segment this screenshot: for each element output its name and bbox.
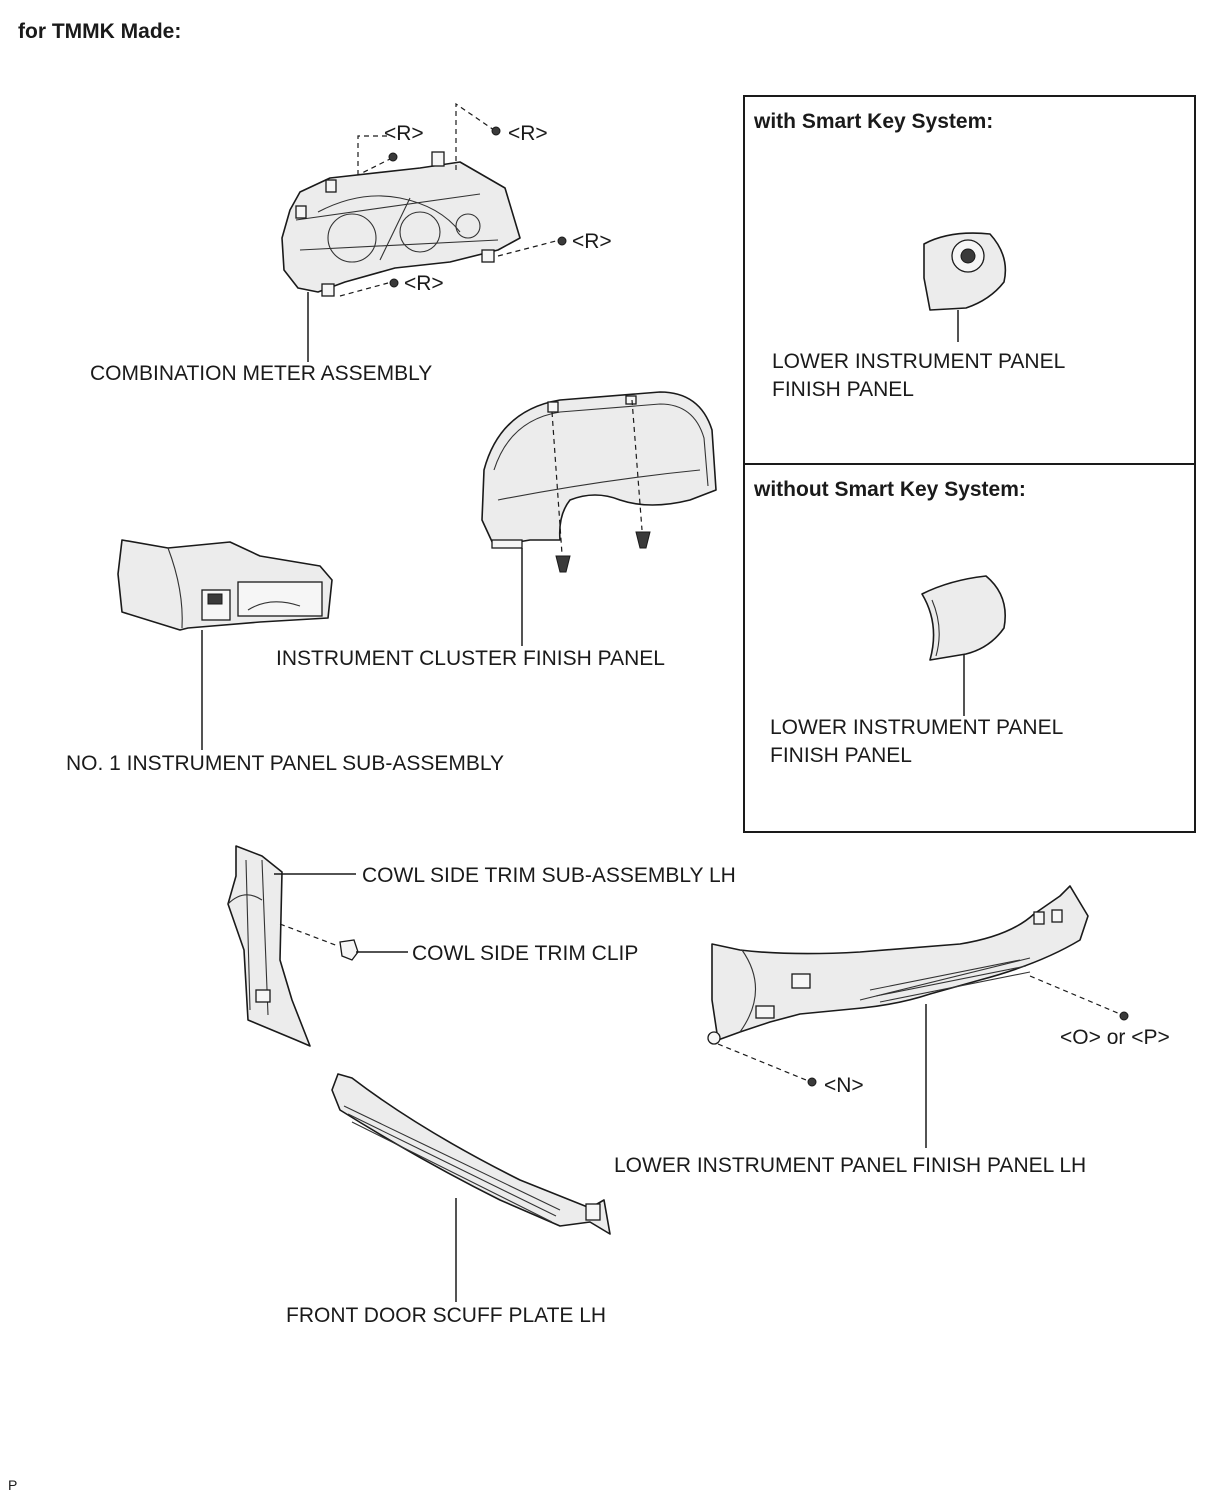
inset-with-smart-key: with Smart Key System: LOWER INSTRUMENT …	[743, 95, 1196, 465]
fastener-r-label: <R>	[508, 122, 548, 145]
inset-without-smart-key: without Smart Key System: LOWER INSTRUME…	[743, 463, 1196, 833]
combination-meter-assembly	[281, 151, 521, 297]
fastener-r-group: <R> <R> <R> <R>	[339, 102, 612, 297]
screw-icon	[551, 411, 571, 573]
lower-panel-finish-with-smart-key	[923, 232, 1007, 311]
inset-with-title: with Smart Key System:	[753, 110, 993, 133]
inset-without-label-line1: LOWER INSTRUMENT PANEL	[770, 716, 1063, 739]
screw-icon	[497, 236, 567, 257]
front-door-scuff-plate-lh	[331, 1073, 611, 1235]
screw-icon	[455, 102, 501, 170]
label-combination-meter: COMBINATION METER ASSEMBLY	[90, 362, 432, 385]
lower-panel-finish-without-smart-key	[921, 575, 1006, 661]
cowl-side-trim-sub-assembly-lh	[227, 845, 311, 1047]
screw-icon	[357, 135, 398, 176]
fastener-n-label: <N>	[824, 1074, 864, 1097]
inset-without-label-line2: FINISH PANEL	[770, 744, 912, 767]
fastener-r-label: <R>	[384, 122, 424, 145]
no1-instrument-panel-sub-assembly	[117, 539, 333, 631]
instrument-cluster-finish-panel	[481, 391, 717, 549]
screw-icon	[1029, 975, 1129, 1021]
cowl-side-trim-clip	[279, 923, 359, 961]
screw-icon	[717, 1043, 817, 1087]
fastener-r-label: <R>	[404, 272, 444, 295]
label-front-door-scuff: FRONT DOOR SCUFF PLATE LH	[286, 1304, 606, 1327]
fastener-r-label: <R>	[572, 230, 612, 253]
screw-icon	[631, 399, 651, 549]
inset-with-label-line1: LOWER INSTRUMENT PANEL	[772, 350, 1065, 373]
label-lower-finish-panel-lh: LOWER INSTRUMENT PANEL FINISH PANEL LH	[614, 1154, 1086, 1177]
label-cluster-finish-panel: INSTRUMENT CLUSTER FINISH PANEL	[276, 647, 665, 670]
inset-without-title: without Smart Key System:	[753, 478, 1026, 501]
inset-with-label-line2: FINISH PANEL	[772, 378, 914, 401]
screw-icon	[339, 278, 399, 297]
label-cowl-side-trim: COWL SIDE TRIM SUB-ASSEMBLY LH	[362, 864, 736, 887]
lower-instrument-panel-finish-panel-lh	[707, 885, 1089, 1045]
diagram-header: for TMMK Made:	[18, 20, 181, 43]
label-cowl-side-trim-clip: COWL SIDE TRIM CLIP	[412, 942, 638, 965]
label-no1-instrument-panel: NO. 1 INSTRUMENT PANEL SUB-ASSEMBLY	[66, 752, 504, 775]
fastener-o-or-p-label: <O> or <P>	[1060, 1026, 1170, 1049]
corner-mark: P	[8, 1477, 17, 1493]
